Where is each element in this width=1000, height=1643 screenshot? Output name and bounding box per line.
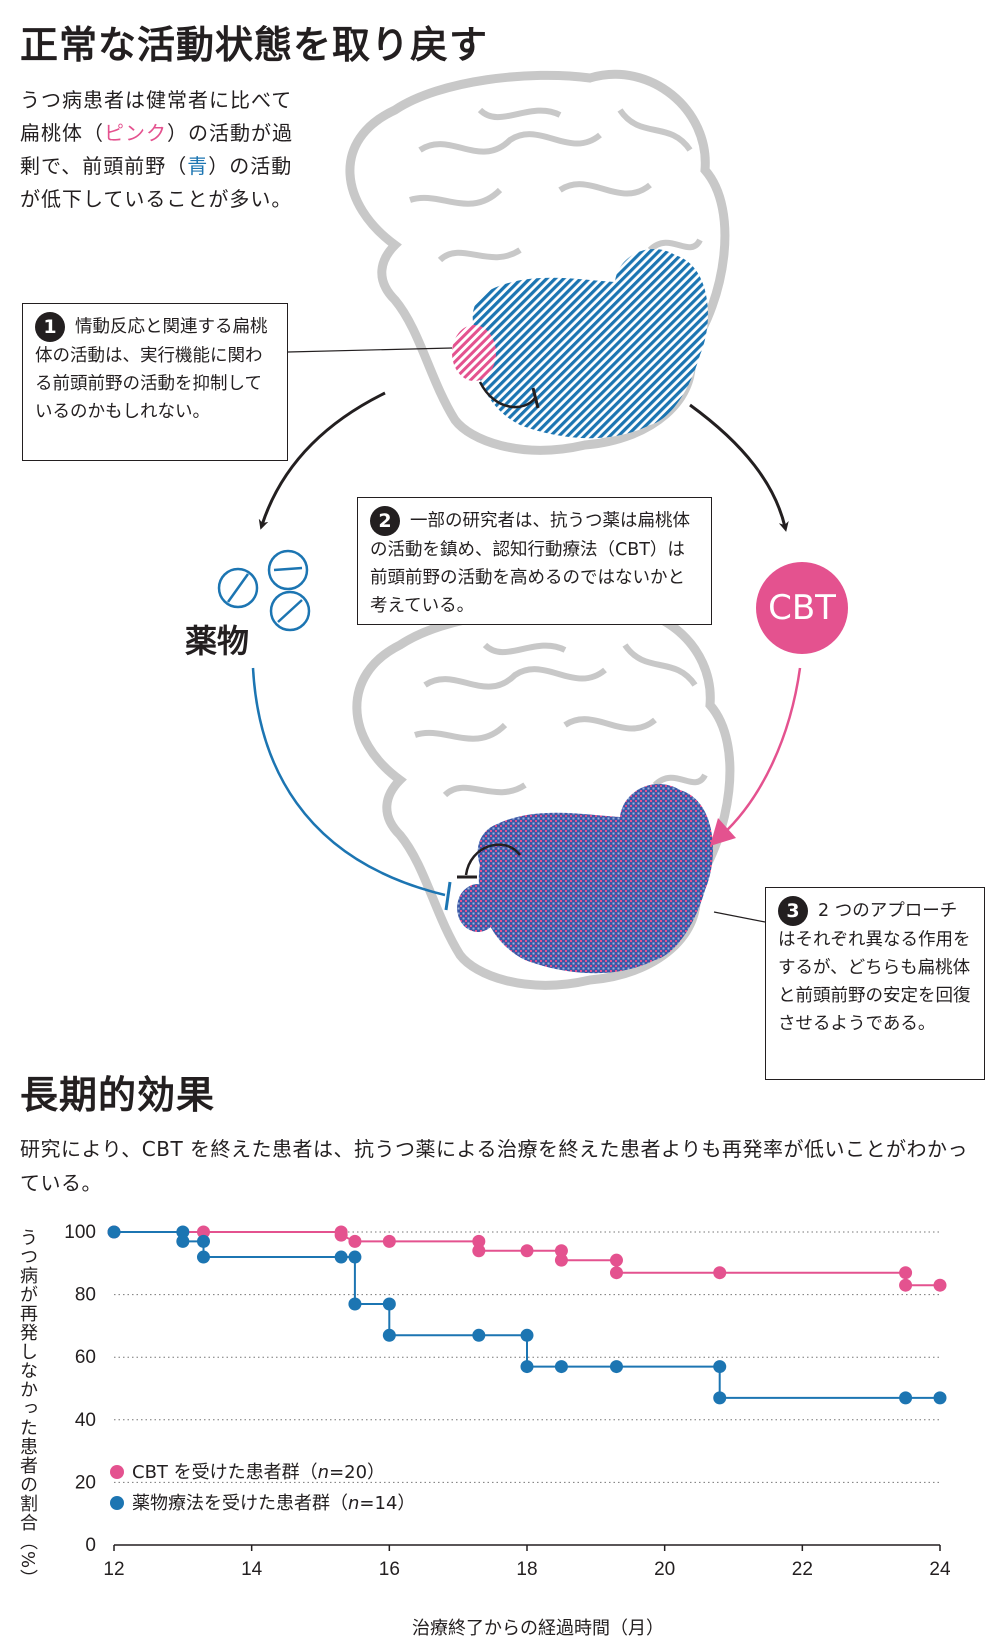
drug-data-point [196, 1234, 210, 1248]
cbt-badge: CBT [756, 562, 848, 654]
arrow-to-cbt [689, 403, 789, 532]
drug-data-point [472, 1328, 486, 1342]
note-2-text: 一部の研究者は、抗うつ薬は扁桃体の活動を鎮め、認知行動療法（CBT）は前頭前野の… [370, 511, 690, 616]
drug-data-point [520, 1328, 534, 1342]
x-tick-label: 22 [792, 1559, 813, 1580]
x-ticks: 12 14 16 18 20 22 24 [103, 1545, 951, 1580]
cbt-data-point [899, 1266, 913, 1280]
y-tick-label: 80 [75, 1285, 96, 1306]
drug-data-point [334, 1250, 348, 1264]
brain-illustration [217, 69, 802, 990]
cbt-data-point [382, 1234, 396, 1248]
drug-data-point [713, 1360, 727, 1374]
page-title: 正常な活動状態を取り戻す [20, 23, 489, 67]
drug-data-point [609, 1360, 623, 1374]
legend: CBT を受けた患者群（n=20） 薬物療法を受けた患者群（n=14） [110, 1462, 415, 1514]
drug-data-point [176, 1225, 190, 1239]
y-tick-label: 0 [85, 1535, 96, 1556]
x-tick-label: 16 [379, 1559, 400, 1580]
cbt-data-point [713, 1266, 727, 1280]
x-axis-label: 治療終了からの経過時間（月） [412, 1618, 664, 1639]
intro-text-2: ）の活動が過剰で、前頭前野（ [20, 121, 293, 178]
note-1-text: 情動反応と関連する扁桃体の活動は、実行機能に関わる前頭前野の活動を抑制しているの… [35, 317, 268, 422]
drug-data-point [933, 1391, 947, 1405]
relapse-chart: 0 20 40 60 80 100 12 14 16 18 20 22 24 CBT を受けた患者群（… [64, 1222, 951, 1580]
drug-data-point [554, 1360, 568, 1374]
drug-data-point [107, 1225, 121, 1239]
x-tick-label: 20 [654, 1559, 675, 1580]
cbt-data-point [554, 1244, 568, 1258]
section-title: 長期的効果 [20, 1073, 216, 1117]
x-tick-label: 12 [103, 1559, 124, 1580]
drug-data-point [382, 1297, 396, 1311]
cbt-data-point [609, 1253, 623, 1267]
cbt-data-point [348, 1234, 362, 1248]
arrow-to-drug [258, 391, 386, 530]
x-tick-label: 14 [241, 1559, 263, 1580]
drug-data-point [520, 1360, 534, 1374]
cbt-data-point [334, 1228, 348, 1242]
cbt-series-line [114, 1231, 940, 1287]
x-tick-label: 18 [516, 1559, 537, 1580]
section-description: 研究により、CBT を終えた患者は、抗うつ薬による治療を終えた患者よりも再発率が… [20, 1137, 969, 1195]
y-tick-label: 60 [75, 1347, 96, 1368]
cbt-data-point [899, 1278, 913, 1292]
y-ticks: 0 20 40 60 80 100 [64, 1222, 96, 1556]
drug-data-point [713, 1391, 727, 1405]
cbt-data-point [933, 1278, 947, 1292]
amygdala-top [452, 325, 496, 381]
legend-cbt-marker [110, 1465, 124, 1479]
y-axis-label: うつ病が再発しなかった患者の割合（%） [17, 1228, 38, 1589]
drug-data-point [899, 1391, 913, 1405]
y-tick-label: 40 [75, 1410, 96, 1431]
intro-text: うつ病患者は健常者に比べて扁桃体（ピンク）の活動が過剰で、前頭前野（青）の活動が… [20, 84, 310, 216]
legend-drug-label: 薬物療法を受けた患者群（n=14） [132, 1493, 415, 1514]
x-tick-label: 24 [929, 1559, 951, 1580]
legend-cbt-label: CBT を受けた患者群（n=20） [132, 1462, 385, 1483]
brain-bottom [352, 604, 766, 990]
cbt-data-point [520, 1244, 534, 1258]
pill-icon [217, 549, 311, 632]
intro-blue-word: 青 [187, 154, 209, 178]
cbt-data-point [554, 1253, 568, 1267]
drug-data-point [348, 1250, 362, 1264]
brain-top [287, 69, 730, 455]
drug-label: 薬物 [185, 622, 250, 660]
drug-data-point [382, 1328, 396, 1342]
y-tick-label: 20 [75, 1472, 96, 1493]
drug-effect-line [251, 667, 446, 897]
note-3-text: 2 つのアプローチはそれぞれ異なる作用をするが、どちらも扁桃体と前頭前野の安定を… [778, 901, 971, 1034]
drug-data-point [176, 1234, 190, 1248]
cbt-data-point [472, 1244, 486, 1258]
drug-data-point [196, 1250, 210, 1264]
legend-drug-marker [110, 1496, 124, 1510]
note-3-number: 3 [778, 896, 808, 926]
note-1-number: 1 [35, 312, 65, 342]
drug-data-point [348, 1297, 362, 1311]
cbt-data-point [472, 1234, 486, 1248]
note-2-number: 2 [370, 506, 400, 536]
intro-text-1: うつ病患者は健常者に比べて扁桃体（ [20, 88, 293, 145]
amygdala-bottom [457, 884, 499, 932]
y-tick-label: 100 [64, 1222, 96, 1243]
cbt-data-point [196, 1225, 210, 1239]
cbt-effect-arrow [721, 667, 802, 836]
cbt-data-point [609, 1266, 623, 1280]
intro-pink-word: ピンク [104, 121, 167, 145]
intro-text-3: ）の活動が低下していることが多い。 [20, 154, 293, 211]
series-lines [107, 1225, 947, 1405]
